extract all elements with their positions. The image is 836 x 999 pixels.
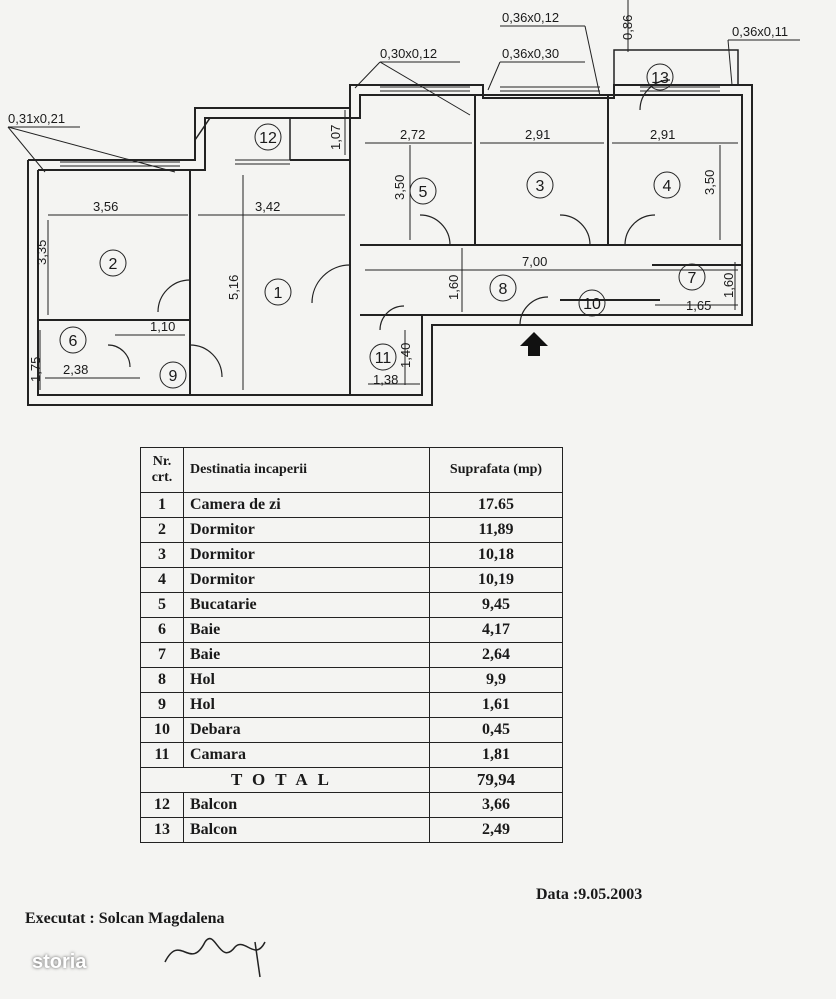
floor-plan-drawing: 1 2 3 4 5 6 7 8 9 10 11 12 13 0,31x0,21 … [7, 0, 800, 406]
dim-label: 5,16 [226, 275, 241, 300]
dim-label: 1,07 [328, 125, 343, 150]
signature [164, 937, 266, 978]
dim-label: 2,91 [650, 127, 675, 142]
dim-label: 1,65 [686, 298, 711, 313]
dim-label: 0,30x0,12 [380, 46, 437, 61]
dim-label: 0,31x0,21 [8, 111, 65, 126]
room-markers [59, 63, 706, 389]
dim-label: 1,60 [446, 275, 461, 300]
dimension-lines [7, 0, 800, 390]
dim-label: 0,36x0,11 [732, 24, 788, 39]
windows [60, 86, 720, 167]
dim-label: 1,75 [28, 357, 43, 382]
dim-label: 1,40 [398, 343, 413, 368]
rooms-table: Nr. crt. Destinatia incaperii Suprafata … [140, 447, 563, 843]
table-total-row: TOTAL 79,94 [140, 767, 563, 793]
dim-label: 1,38 [373, 372, 398, 387]
balcony-12-outline [194, 117, 291, 160]
dim-label: 2,38 [63, 362, 88, 377]
dim-label: 7,00 [522, 254, 547, 269]
room-6-label: 6 [69, 333, 78, 350]
dim-label: 0,36x0,12 [502, 10, 559, 25]
dim-label: 0,86 [620, 15, 635, 40]
dim-label: 1,10 [150, 319, 175, 334]
entrance-arrow-icon [520, 332, 548, 356]
room-4-label: 4 [663, 178, 672, 195]
room-5-label: 5 [419, 184, 428, 201]
dim-label: 2,72 [400, 127, 425, 142]
balcony-13-outline [613, 49, 739, 85]
walls [27, 84, 753, 406]
dim-label: 3,50 [702, 170, 717, 195]
door-swings [107, 79, 671, 378]
header-nr: Nr. crt. [140, 447, 184, 493]
total-value: 79,94 [429, 767, 563, 793]
room-2-label: 2 [109, 256, 118, 273]
header-destination: Destinatia incaperii [183, 447, 430, 493]
dim-label: 2,91 [525, 127, 550, 142]
dim-label: 0,36x0,30 [502, 46, 559, 61]
dim-label: 1,60 [721, 273, 736, 298]
header-area: Suprafata (mp) [429, 447, 563, 493]
room-8-label: 8 [499, 281, 508, 298]
room-10-label: 10 [583, 296, 601, 313]
room-12-label: 12 [259, 130, 277, 147]
dim-label: 3,42 [255, 199, 280, 214]
total-label: TOTAL [140, 767, 430, 793]
room-7-label: 7 [688, 270, 697, 287]
room-1-label: 1 [274, 285, 283, 302]
room-9-label: 9 [169, 368, 178, 385]
room-13-label: 13 [651, 70, 669, 87]
executed-by: Executat : Solcan Magdalena [25, 910, 225, 927]
storia-logo: storia [32, 951, 87, 973]
dim-label: 3,35 [34, 240, 49, 265]
dim-label: 3,56 [93, 199, 118, 214]
document-date: Data :9.05.2003 [536, 886, 643, 903]
table-header-row: Nr. crt. Destinatia incaperii Suprafata … [140, 447, 563, 493]
room-3-label: 3 [536, 178, 545, 195]
room-11-label: 11 [375, 350, 392, 367]
dim-label: 3,50 [392, 175, 407, 200]
